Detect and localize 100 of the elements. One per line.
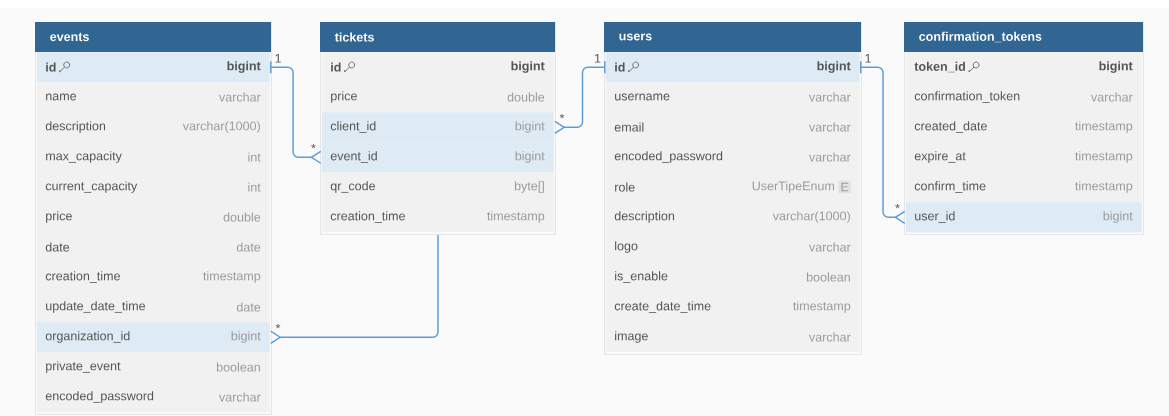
node-label: varchar <box>1090 92 1133 102</box>
node-label: date <box>236 242 261 252</box>
table-row: token_id bigint <box>905 52 1142 83</box>
table-row: id bigint <box>36 52 270 83</box>
node-label: confirm_time <box>914 181 986 193</box>
node-label: date <box>236 302 261 312</box>
node-label: byte[] <box>514 181 544 193</box>
node-label: creation_time <box>45 271 120 283</box>
table-row: creation_time timestamp <box>321 202 554 233</box>
cardinality-label: * <box>895 203 900 209</box>
node-label: varchar <box>808 242 851 252</box>
node-label: event_id <box>330 151 377 163</box>
node-label: token_id <box>914 61 965 73</box>
table-row: username varchar <box>605 82 860 113</box>
node-label: timestamp <box>203 271 261 283</box>
table-row: price double <box>321 82 554 113</box>
table-row: encoded_password varchar <box>605 142 860 173</box>
node-label: role <box>615 182 635 192</box>
node-label: expire_at <box>914 151 966 163</box>
table-row: date date <box>36 232 270 263</box>
table-row: qr_code byte[] <box>321 172 554 203</box>
table-row: created_date timestamp <box>905 112 1142 143</box>
cardinality-label: 1 <box>275 53 281 63</box>
cardinality-label: 1 <box>865 53 871 63</box>
node-label: timestamp <box>1075 181 1133 193</box>
table-row: current_capacity int <box>36 172 270 203</box>
table-row: creation_time timestamp <box>36 262 270 293</box>
table-row: role UserTipeEnum <box>615 181 834 193</box>
node-label: timestamp <box>793 301 851 313</box>
node-label: UserTipeEnum <box>752 181 834 193</box>
table-row: organization_id bigint <box>36 322 270 353</box>
node-label: confirmation_token <box>914 91 1020 103</box>
node-label: varchar <box>808 332 851 342</box>
node-label: timestamp <box>1075 121 1133 133</box>
node-label: boolean <box>216 362 260 372</box>
node-label: current_capacity <box>45 181 138 193</box>
node-label: email <box>614 122 644 132</box>
node-label: boolean <box>806 272 850 282</box>
node-label: int <box>248 152 261 162</box>
table-row: confirmation_token varchar <box>905 82 1142 113</box>
node-label: private_event <box>46 361 121 373</box>
node-label: creation_time <box>330 211 405 223</box>
table-row: price double <box>36 202 270 233</box>
table-row: user_id bigint <box>905 202 1142 233</box>
node-label: bigint <box>511 61 545 73</box>
table-row: id bigint <box>321 52 554 83</box>
node-label: max_capacity <box>46 151 122 163</box>
node-label: client_id <box>330 121 376 133</box>
node-label: varchar <box>219 392 261 402</box>
node-label: username <box>615 93 670 101</box>
node-label: price <box>331 91 357 103</box>
table-row: update_date_time date <box>36 292 270 323</box>
node-label: double <box>223 212 261 222</box>
node-label: image <box>615 331 648 343</box>
table-row: name varchar <box>36 82 270 113</box>
relationship-line <box>860 60 906 224</box>
table-row: max_capacity int <box>36 142 270 173</box>
table-row: is_enable boolean <box>605 262 860 293</box>
table-row: image varchar <box>605 322 860 353</box>
node-label: is_enable <box>615 271 668 283</box>
node-label: qr_code <box>330 181 376 193</box>
table-row: create_date_time timestamp <box>605 292 860 323</box>
node-label: update_date_time <box>46 301 146 313</box>
node-label: int <box>248 182 261 192</box>
node-label: logo <box>615 241 638 253</box>
table-row: event_id bigint <box>321 142 554 173</box>
node-label: bigint <box>515 121 545 133</box>
relationship-line <box>270 234 439 344</box>
table-row: email varchar <box>605 112 860 143</box>
node-label: varchar <box>808 152 851 162</box>
table-row: description varchar(1000) <box>36 112 270 143</box>
node-label: timestamp <box>487 211 545 223</box>
table-row: private_event boolean <box>36 352 270 383</box>
node-label: double <box>507 92 545 102</box>
node-label: description <box>614 211 675 223</box>
table-row: encoded_password varchar <box>36 382 270 413</box>
node-label: varchar <box>808 122 851 132</box>
node-label: varchar(1000) <box>772 211 850 223</box>
node-label: id <box>331 62 341 72</box>
node-label: encoded_password <box>45 391 154 403</box>
node-label: name <box>46 93 77 101</box>
table-row: client_id bigint <box>321 112 554 143</box>
cardinality-label: * <box>275 323 281 329</box>
node-label: varchar <box>219 92 261 102</box>
node-label: description <box>45 121 106 133</box>
relationship-line <box>270 60 322 164</box>
node-label: timestamp <box>1075 151 1133 163</box>
table-row: logo varchar <box>605 232 860 263</box>
node-label: bigint <box>515 151 545 163</box>
node-label: varchar <box>808 92 851 102</box>
node-label: encoded_password <box>614 151 723 163</box>
node-label: created_date <box>914 121 987 133</box>
table-row: expire_at timestamp <box>905 142 1142 173</box>
table-row: id bigint <box>605 52 860 83</box>
node-label: create_date_time <box>614 301 711 313</box>
relationship-line <box>554 60 606 134</box>
table-row: description varchar(1000) <box>605 202 860 233</box>
node-label: varchar(1000) <box>182 121 260 133</box>
node-label: bigint <box>1099 61 1133 73</box>
cardinality-label: * <box>311 143 316 149</box>
